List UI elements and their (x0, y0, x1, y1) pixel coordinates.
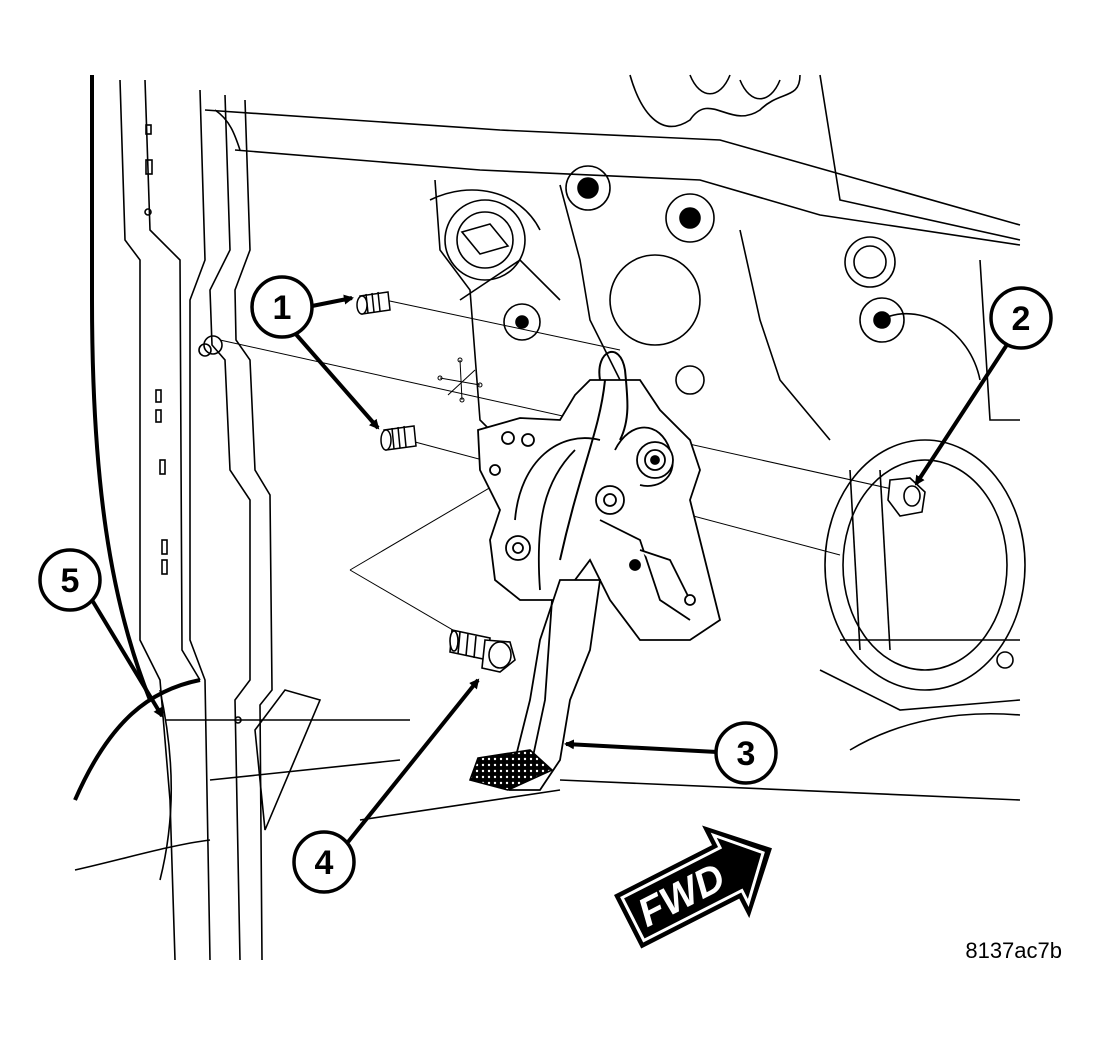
upper-mounting-stud (356, 291, 391, 315)
leader-arrows (90, 294, 1012, 844)
figure-code: 8137ac7b (965, 938, 1062, 963)
arrow-2 (914, 338, 1012, 486)
a-pillar-panel (73, 75, 410, 961)
mounting-nut (887, 477, 926, 517)
arrow-4 (346, 678, 480, 844)
callout-3: 3 (714, 721, 778, 785)
callout-4: 4 (292, 830, 356, 894)
pedal-bracket (477, 379, 722, 641)
pedal-cable (559, 350, 629, 561)
booster-opening (824, 439, 1026, 691)
dash-holes (444, 165, 1014, 669)
axis-marker-icon (437, 357, 483, 403)
arrow-1-upper (311, 294, 354, 308)
callout-5-label: 5 (61, 562, 80, 600)
callout-2: 2 (989, 286, 1053, 350)
callout-4-label: 4 (315, 844, 334, 882)
pedal-pad (468, 749, 554, 791)
callout-5: 5 (38, 548, 102, 612)
pedal-arm (508, 579, 602, 791)
callout-1: 1 (250, 275, 314, 339)
lower-mounting-stud (380, 425, 417, 451)
arrow-1-lower (292, 330, 380, 430)
pedal-bolt (449, 629, 516, 673)
callout-2-label: 2 (1012, 300, 1031, 338)
callout-1-label: 1 (273, 289, 292, 327)
callout-3-label: 3 (737, 735, 756, 773)
fwd-direction-arrow: FWD (614, 825, 772, 949)
arrow-3 (564, 739, 718, 754)
arrow-5 (90, 598, 164, 718)
